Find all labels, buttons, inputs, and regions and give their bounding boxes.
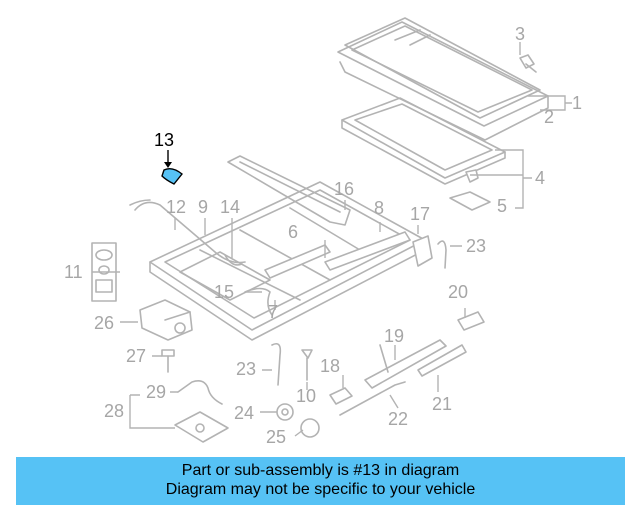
part-13-highlighted — [161, 150, 183, 185]
callout-16: 16 — [334, 179, 354, 199]
guide-rail-6 — [264, 244, 331, 279]
drain-tube — [129, 199, 246, 266]
callout-19: 19 — [384, 326, 404, 346]
callout-10: 10 — [296, 386, 316, 406]
cable-22 — [339, 381, 406, 416]
crank-29 — [177, 380, 223, 405]
callout-22: 22 — [388, 409, 408, 429]
callout-23-lower: 23 — [236, 359, 256, 379]
callout-28: 28 — [104, 401, 124, 421]
callout-2: 2 — [544, 107, 554, 127]
bolt-27 — [161, 349, 175, 373]
callout-25: 25 — [266, 427, 286, 447]
callout-1: 1 — [572, 93, 582, 113]
callout-12: 12 — [166, 197, 186, 217]
callout-8: 8 — [374, 198, 384, 218]
callout-7: 7 — [268, 302, 278, 322]
callout-14: 14 — [220, 197, 240, 217]
guide-rail-8 — [324, 231, 411, 271]
callout-23-upper: 23 — [466, 236, 486, 256]
callout-5: 5 — [497, 196, 507, 216]
callout-3: 3 — [515, 24, 525, 44]
screw-3 — [519, 54, 537, 73]
motor-26 — [139, 299, 193, 341]
callout-13: 13 — [154, 130, 174, 150]
banner-line-1: Part or sub-assembly is #13 in diagram — [181, 462, 460, 479]
callout-18: 18 — [320, 356, 340, 376]
callout-29: 29 — [146, 382, 166, 402]
banner-line-2: Diagram may not be specific to your vehi… — [165, 481, 476, 498]
ring-25 — [300, 418, 320, 438]
callout-17: 17 — [410, 204, 430, 224]
clip-10 — [301, 349, 313, 381]
callout-15: 15 — [214, 282, 234, 302]
callout-9: 9 — [198, 197, 208, 217]
glass-panel — [337, 17, 549, 141]
callout-20: 20 — [448, 282, 468, 302]
callout-24: 24 — [234, 403, 254, 423]
bracket-20 — [457, 311, 485, 331]
grommet-24 — [276, 403, 294, 421]
callout-6: 6 — [288, 222, 298, 242]
rail-21 — [417, 344, 467, 377]
leader-lines — [92, 42, 572, 437]
clip-4 — [465, 169, 479, 183]
callout-4: 4 — [535, 168, 545, 188]
parts-diagram: 1 2 3 4 5 6 7 8 9 10 11 12 13 14 15 16 1… — [64, 17, 582, 447]
hose-23-upper — [437, 240, 447, 269]
bracket-18 — [329, 387, 353, 405]
cover-28 — [174, 411, 229, 443]
callout-27: 27 — [126, 346, 146, 366]
bracket-5 — [449, 191, 491, 211]
callout-11: 11 — [64, 262, 83, 282]
link-15 — [244, 287, 273, 316]
hose-23-lower — [271, 342, 282, 386]
callout-21: 21 — [432, 394, 452, 414]
callout-26: 26 — [94, 313, 114, 333]
block-17 — [412, 235, 433, 267]
rail-19 — [364, 339, 447, 389]
panel-frame — [341, 97, 506, 185]
rail-16 — [227, 155, 351, 226]
info-banner: Part or sub-assembly is #13 in diagram D… — [16, 457, 625, 505]
